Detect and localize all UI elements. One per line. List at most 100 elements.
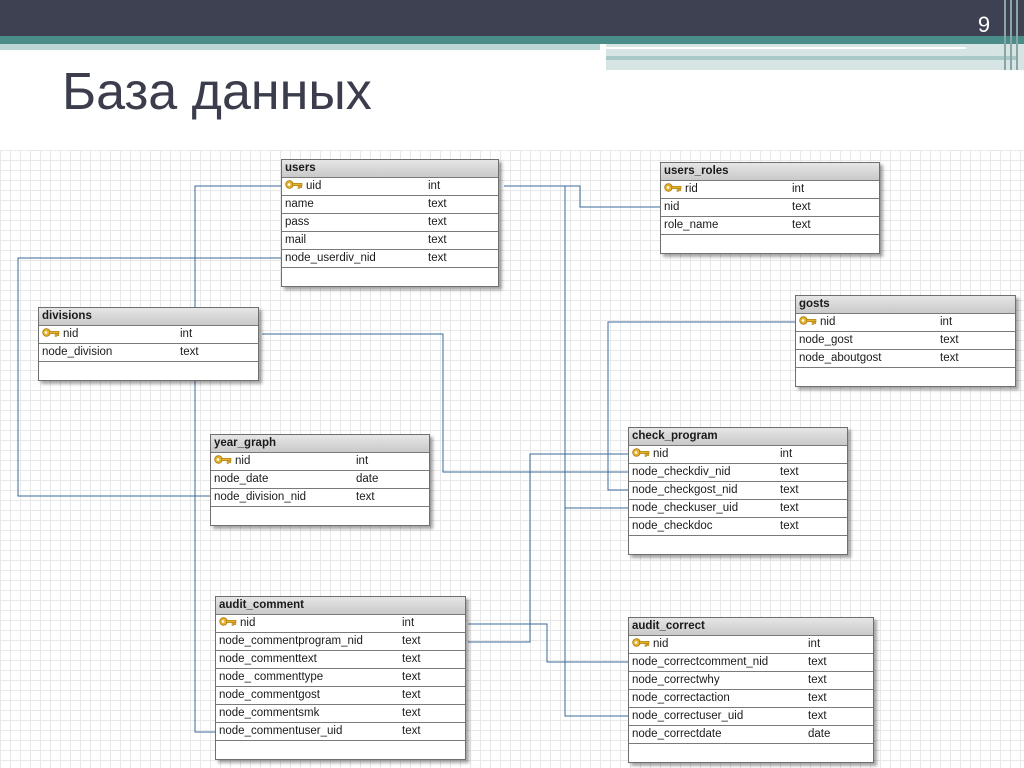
column-type: text [940,334,959,346]
table-footer [211,507,429,525]
column-name: role_name [664,219,719,231]
column-type: int [780,448,793,460]
connector-users-uid-correctuser [564,508,630,717]
column-name: node_correctuser_uid [632,710,744,722]
key-icon [219,617,237,627]
column-type: text [180,346,199,358]
column-type: text [402,725,421,737]
table-title: year_graph [211,435,429,453]
column-type: text [780,502,799,514]
table-title: users [282,160,498,178]
column-row: node_checkuser_uid text [629,500,847,518]
column-type: text [428,216,447,228]
column-type: text [940,352,959,364]
column-row: nid text [661,199,879,217]
slide-accent-band-right [606,44,1024,70]
column-name: node_checkuser_uid [632,502,739,514]
column-type: int [808,638,821,650]
column-name: node_correctaction [632,692,730,704]
table-title: users_roles [661,163,879,181]
column-row: node_checkdiv_nid text [629,464,847,482]
slide-number: 9 [977,12,991,37]
column-type: text [808,674,827,686]
key-icon [664,183,682,193]
column-name: node_checkdiv_nid [632,466,731,478]
column-name: node_correctdate [632,728,722,740]
table-footer [39,362,258,380]
column-name: rid [664,181,698,198]
table-footer [629,744,873,762]
column-type: text [402,671,421,683]
column-row: node_correctdate date [629,726,873,744]
column-type: text [792,201,811,213]
column-name: node_commentsmk [219,707,320,719]
column-row: node_aboutgost text [796,350,1015,368]
column-type: text [808,692,827,704]
column-type: text [356,491,375,503]
column-type: text [402,689,421,701]
connector-users-uid-roles [504,185,660,208]
column-name: node_commentuser_uid [219,725,343,737]
column-type: text [402,635,421,647]
key-icon [214,455,232,465]
table-footer [796,368,1015,386]
column-type: date [808,728,831,740]
column-type: text [402,653,421,665]
table-title: audit_correct [629,618,873,636]
slide-accent-band [0,36,1024,44]
key-icon [632,448,650,458]
column-name: node_checkdoc [632,520,713,532]
connector-checkprogram-commentprogram [468,453,630,643]
column-type: text [780,520,799,532]
relationship-connectors [17,185,795,733]
table-title: gosts [796,296,1015,314]
column-type: date [356,473,379,485]
column-name: nid [799,314,835,331]
slide-accent-band-light [0,44,600,50]
slide-title: База данных [62,63,372,121]
column-name: nid [664,201,680,213]
column-name: node_aboutgost [799,352,882,364]
column-name: nid [214,453,250,470]
key-icon [42,328,60,338]
column-name: nid [42,326,78,343]
connector-comment-correctcomment [468,623,630,663]
column-name: node_commentgost [219,689,321,701]
table-footer [216,741,465,759]
key-icon [285,180,303,190]
column-type: text [428,234,447,246]
connector-divisions-checkdiv [262,333,630,473]
column-type: text [780,466,799,478]
column-type: text [428,252,447,264]
table-footer [629,536,847,554]
column-type: text [792,219,811,231]
table-title: audit_comment [216,597,465,615]
column-name: uid [285,178,321,195]
column-name: node_userdiv_nid [285,252,376,264]
column-type: text [428,198,447,210]
table-footer [282,268,498,286]
column-row: role_name text [661,217,879,235]
